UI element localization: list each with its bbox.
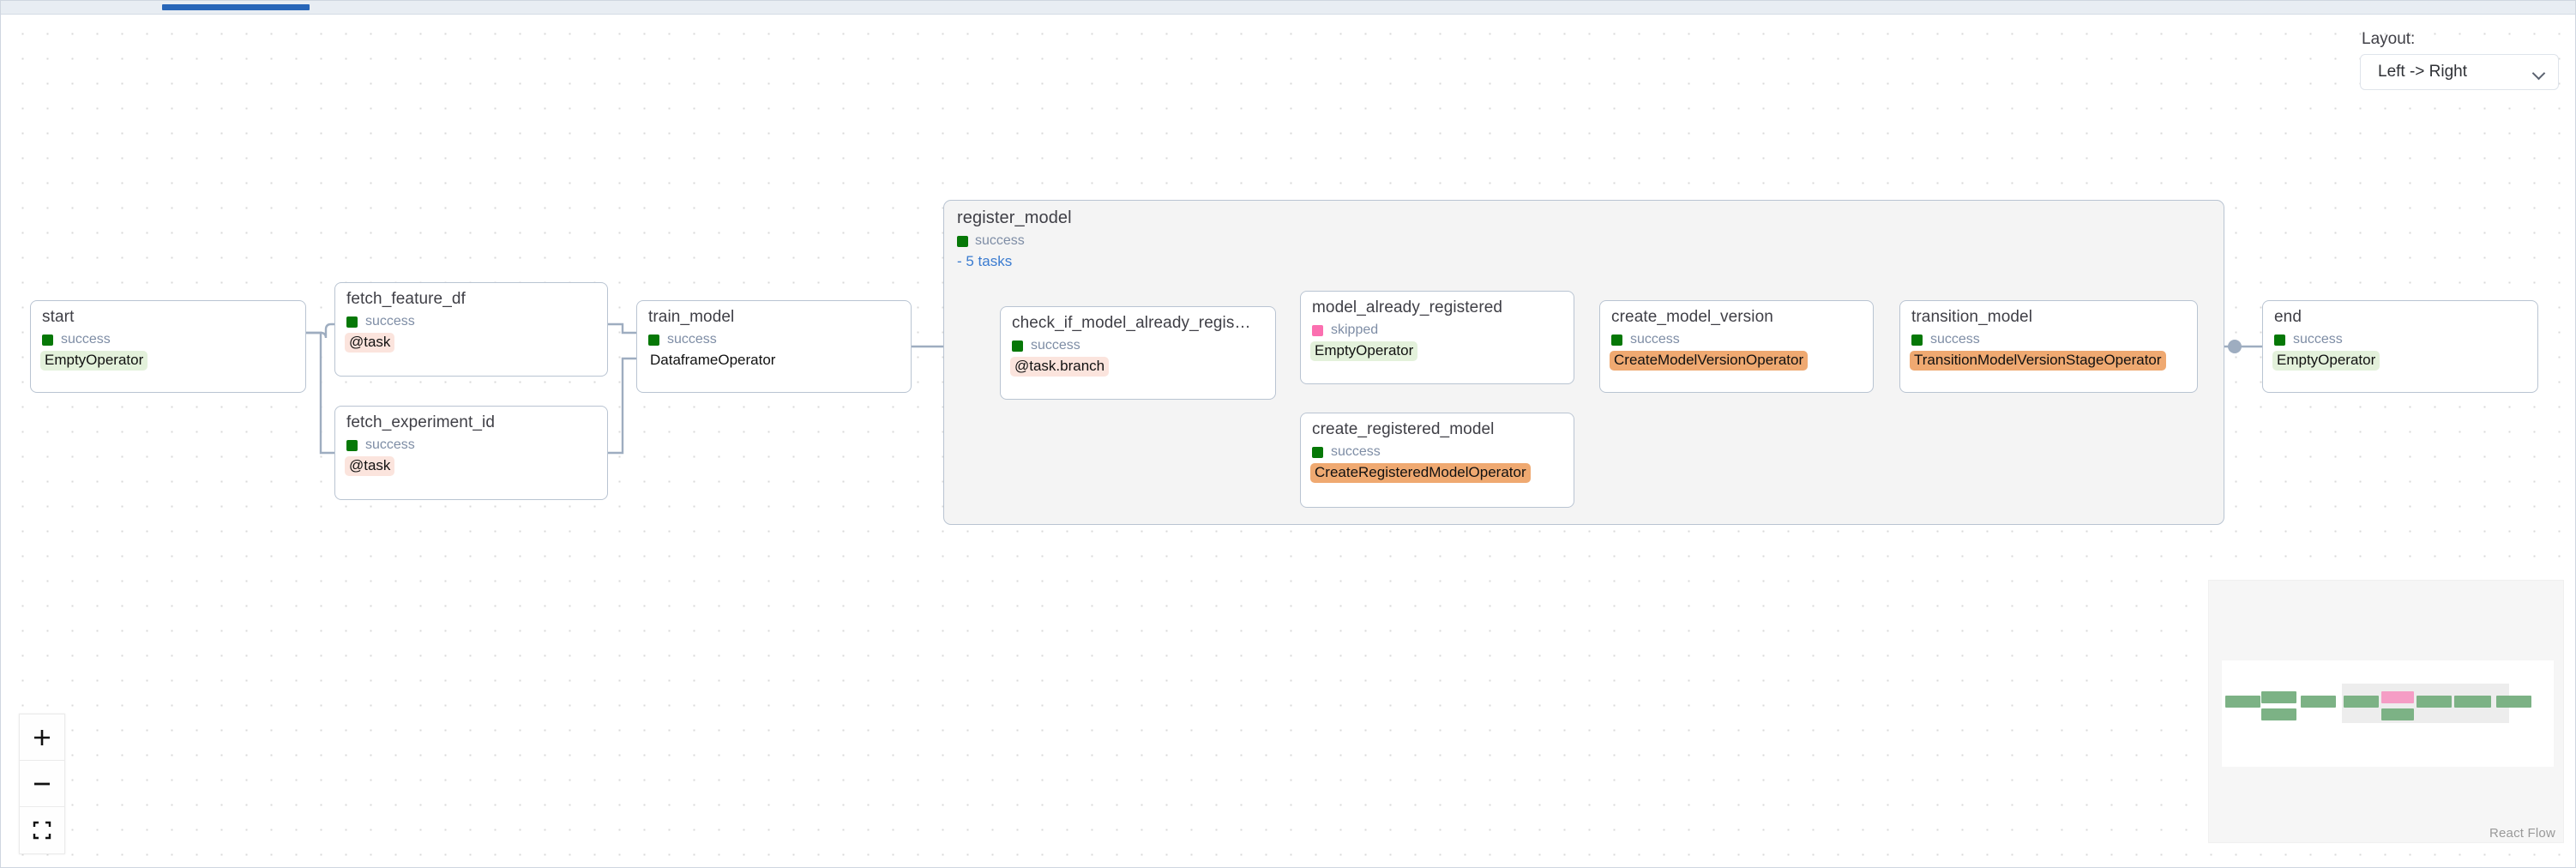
node-status-label: success: [365, 314, 415, 329]
node-title: train_model: [648, 308, 735, 326]
edge-start-fetch-feature-df: [306, 322, 334, 339]
layout-label: Layout:: [2362, 30, 2416, 48]
react-flow-canvas[interactable]: register_model success - 5 tasks start su…: [2, 15, 2574, 866]
edge-fetch-feature-df-train-model: [608, 322, 636, 335]
node-status-label: success: [1930, 332, 1980, 347]
node-status: success: [2274, 332, 2343, 347]
node-status-label: success: [1630, 332, 1680, 347]
node-operator-badge: EmptyOperator: [2272, 351, 2380, 371]
zoom-out-button[interactable]: [20, 761, 64, 807]
node-operator-badge: @task: [345, 456, 395, 476]
node-title: check_if_model_already_regis…: [1012, 314, 1251, 332]
task-node-check_if_model_already_registered[interactable]: check_if_model_already_regis…success @tas…: [1000, 306, 1276, 400]
node-title: transition_model: [1911, 308, 2033, 326]
minimap-node: [2496, 696, 2531, 708]
active-tab-indicator[interactable]: [162, 4, 310, 10]
node-status: success: [1911, 332, 1980, 347]
node-operator-badge: @task: [345, 333, 395, 353]
node-title: fetch_experiment_id: [346, 413, 496, 431]
node-operator-badge: @task.branch: [1010, 357, 1110, 377]
plus-icon: [34, 729, 50, 745]
node-status: success: [1312, 444, 1381, 460]
node-title: create_model_version: [1611, 308, 1773, 326]
node-title: fetch_feature_df: [346, 290, 466, 308]
node-status-label: success: [365, 437, 415, 452]
status-square-icon: [42, 334, 53, 346]
group-outlet-handle: [2228, 340, 2242, 353]
minimap-node: [2454, 696, 2491, 708]
node-title: model_already_registered: [1312, 298, 1503, 316]
status-square-icon: [957, 235, 968, 247]
minimap-node: [2417, 696, 2452, 708]
status-square-icon: [1012, 340, 1023, 352]
group-status-label: success: [975, 233, 1025, 248]
minimap-node: [2381, 708, 2414, 720]
status-square-icon: [2274, 334, 2285, 346]
status-square-icon: [346, 316, 358, 328]
minimap-node: [2344, 696, 2379, 708]
node-title: create_registered_model: [1312, 420, 1495, 438]
node-status-label: success: [61, 332, 111, 347]
node-status: success: [648, 332, 717, 347]
node-title: end: [2274, 308, 2302, 326]
minus-icon: [34, 782, 50, 785]
zoom-in-button[interactable]: [20, 714, 64, 761]
status-square-icon: [1911, 334, 1923, 346]
node-operator-badge: CreateModelVersionOperator: [1610, 351, 1809, 371]
node-status: skipped: [1312, 322, 1378, 338]
minimap-node-skipped: [2381, 691, 2414, 703]
node-operator-badge: TransitionModelVersionStageOperator: [1910, 351, 2166, 371]
minimap-node: [2225, 696, 2260, 708]
status-square-icon: [1611, 334, 1622, 346]
node-operator-badge: EmptyOperator: [40, 351, 148, 371]
node-status: success: [346, 437, 415, 453]
minimap-viewport[interactable]: [2222, 660, 2554, 767]
node-status: success: [42, 332, 111, 347]
minimap-node: [2301, 696, 2336, 708]
edge-fetch-experiment-id-train-model: [608, 357, 636, 455]
layout-select-value: Left -> Right: [2378, 63, 2468, 81]
minimap[interactable]: React Flow: [2208, 580, 2564, 843]
node-status-label: success: [667, 332, 717, 347]
status-square-icon: [1312, 446, 1323, 458]
minimap-node: [2261, 691, 2296, 703]
status-square-icon: [1312, 324, 1323, 336]
tab-strip: [1, 1, 2575, 15]
node-operator-badge: DataframeOperator: [650, 352, 776, 368]
node-operator-badge: EmptyOperator: [1310, 341, 1418, 361]
node-title: start: [42, 308, 75, 326]
node-status-label: success: [1031, 338, 1080, 353]
edge-start-fetch-experiment-id: [306, 331, 334, 455]
group-status: success: [957, 233, 1025, 249]
node-status: success: [1611, 332, 1680, 347]
status-square-icon: [346, 439, 358, 451]
group-title: register_model: [957, 208, 1072, 227]
node-status: success: [346, 314, 415, 329]
zoom-controls[interactable]: [19, 714, 65, 854]
layout-direction-select[interactable]: Left -> Right: [2360, 54, 2559, 90]
react-flow-attribution[interactable]: React Flow: [2489, 826, 2555, 841]
fit-view-button[interactable]: [20, 807, 64, 853]
minimap-node: [2261, 708, 2296, 720]
layout-panel: Layout: Left -> Right: [2360, 30, 2559, 90]
fit-view-icon: [33, 821, 51, 840]
node-status-label: skipped: [1331, 322, 1379, 337]
node-operator-badge: CreateRegisteredModelOperator: [1310, 463, 1531, 483]
chevron-down-icon: [2534, 69, 2546, 76]
group-task-count-link[interactable]: - 5 tasks: [957, 253, 1013, 269]
node-status-label: success: [2293, 332, 2343, 347]
node-status: success: [1012, 338, 1080, 353]
status-square-icon: [648, 334, 659, 346]
node-status-label: success: [1331, 444, 1381, 459]
